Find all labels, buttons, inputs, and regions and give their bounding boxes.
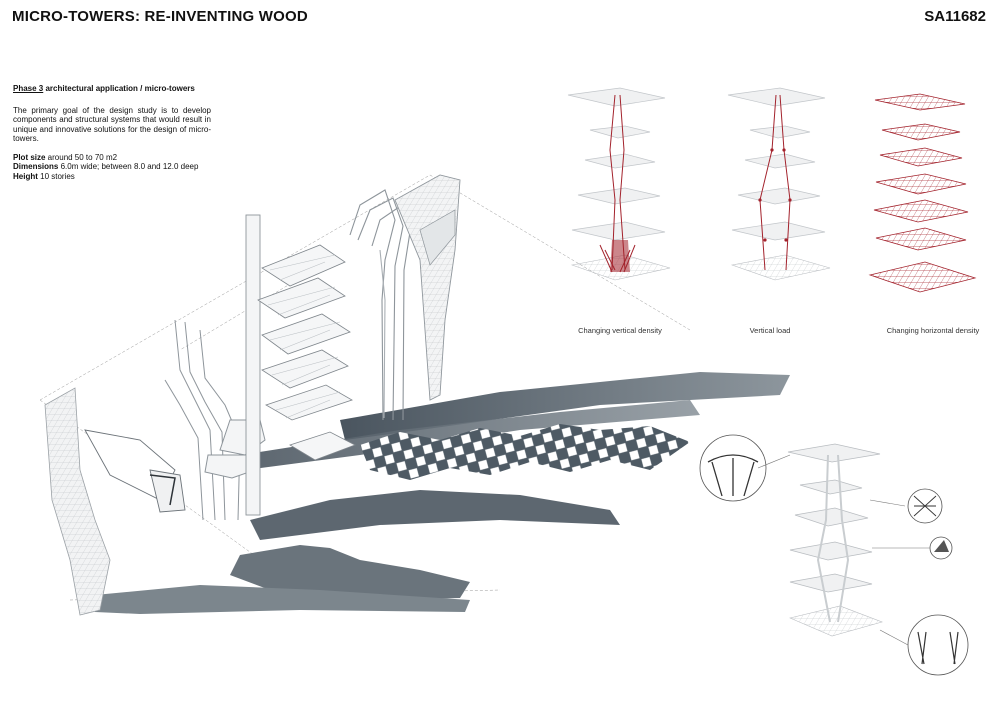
shadow-left-base [95,585,470,614]
detail-callouts [699,434,969,676]
phase-text: architectural application / micro-towers [43,84,195,93]
description: The primary goal of the design study is … [13,105,211,144]
project-code: SA11682 [924,8,986,25]
callout-base-detail [907,614,969,676]
caption-vertical-load: Vertical load [749,326,791,335]
left-wall-tower [44,387,186,616]
phase-label: Phase 3 [13,84,44,93]
vertical-density-diagram [567,87,671,281]
spec-plot: Plot size around 50 to 70 m2 [13,152,118,162]
spec-dimensions: Dimensions 6.0m wide; between 8.0 and 12… [13,162,199,171]
horizontal-density-diagram [868,93,977,293]
bottom-right-tower [787,443,883,637]
shadow-long-upper [340,372,790,440]
bent-columns-tower [349,189,411,421]
tower-shadows [95,372,790,614]
phase-heading: Phase 3 architectural application / micr… [13,84,211,94]
shadow-bottom [230,545,470,600]
curved-facade-tower [394,174,461,401]
page-title: MICRO-TOWERS: RE-INVENTING WOOD [12,8,308,25]
lattice-shadow-panels [360,424,690,480]
intro-text-block: Phase 3 architectural application / micr… [13,84,211,181]
stacked-plate-tower [245,214,356,516]
caption-horizontal-density: Changing horizontal density [886,326,980,335]
caption-vertical-density: Changing vertical density [578,326,662,335]
vertical-load-diagram [727,87,831,281]
shadow-lower [250,490,620,540]
spec-height: Height 10 stories [13,171,75,181]
